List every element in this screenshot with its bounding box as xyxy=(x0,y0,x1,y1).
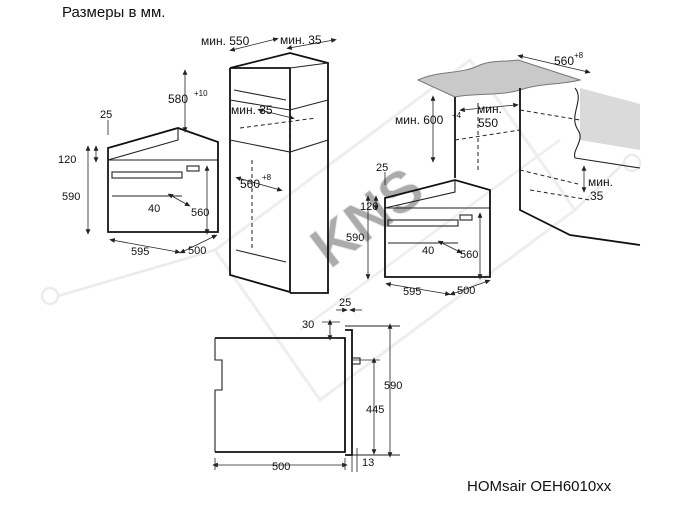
min-gap-right-value: 35 xyxy=(590,189,604,203)
dim-panel-r: 120 xyxy=(360,201,378,213)
min-depth: мин. 550 xyxy=(201,34,250,48)
niche-width-tol: +8 xyxy=(262,173,272,182)
undercounter-niche: 560 +8 мин. 600 +4 мин. 550 мин. 35 xyxy=(395,51,641,246)
min-depth-value: 550 xyxy=(478,116,498,130)
dim-door: 25 xyxy=(339,297,351,309)
watermark: KNS xyxy=(40,57,642,403)
oven-front-left: 25 120 590 40 560 595 500 xyxy=(58,109,219,258)
min-gap-2: мин. 35 xyxy=(231,103,273,117)
dim-top-side: 30 xyxy=(302,319,314,331)
dim-panel: 120 xyxy=(58,154,76,166)
dim-height-side: 590 xyxy=(384,380,402,392)
niche-width: 560 xyxy=(240,177,260,191)
dim-bottom: 13 xyxy=(362,457,374,469)
dim-handle-r: 40 xyxy=(422,245,434,257)
model-name: HOMsair OEH6010xx xyxy=(467,478,612,495)
min-height: мин. 600 xyxy=(395,113,444,127)
dim-depth-side: 500 xyxy=(272,461,290,473)
dim-width-r: 595 xyxy=(403,286,421,298)
dim-top: 25 xyxy=(100,109,112,121)
column-cabinet: мин. 550 мин. 35 580 +10 мин. 35 560 +8 xyxy=(168,33,337,294)
dim-height-r: 590 xyxy=(346,232,364,244)
niche-height-tol: +10 xyxy=(194,89,208,98)
dim-depth-r: 500 xyxy=(457,285,475,297)
niche-width-right: 560 xyxy=(554,54,574,68)
dim-mount: 445 xyxy=(366,404,384,416)
dim-handle: 40 xyxy=(148,203,160,215)
dim-inner-r: 560 xyxy=(460,249,478,261)
dim-height: 590 xyxy=(62,191,80,203)
oven-side-view: 25 30 590 445 500 13 xyxy=(212,297,402,473)
niche-width-right-tol: +8 xyxy=(574,51,584,60)
page-title: Размеры в мм. xyxy=(62,4,166,21)
dim-top-r: 25 xyxy=(376,162,388,174)
min-depth-label: мин. xyxy=(477,102,502,116)
oven-front-right: 25 120 590 40 560 595 500 xyxy=(346,162,491,298)
dim-depth: 500 xyxy=(188,245,206,257)
min-gap: мин. 35 xyxy=(280,33,322,47)
min-height-tol: +4 xyxy=(452,111,462,120)
dim-inner: 560 xyxy=(191,207,209,219)
niche-height: 580 xyxy=(168,92,188,106)
dim-width: 595 xyxy=(131,246,149,258)
min-gap-right-label: мин. xyxy=(588,175,613,189)
